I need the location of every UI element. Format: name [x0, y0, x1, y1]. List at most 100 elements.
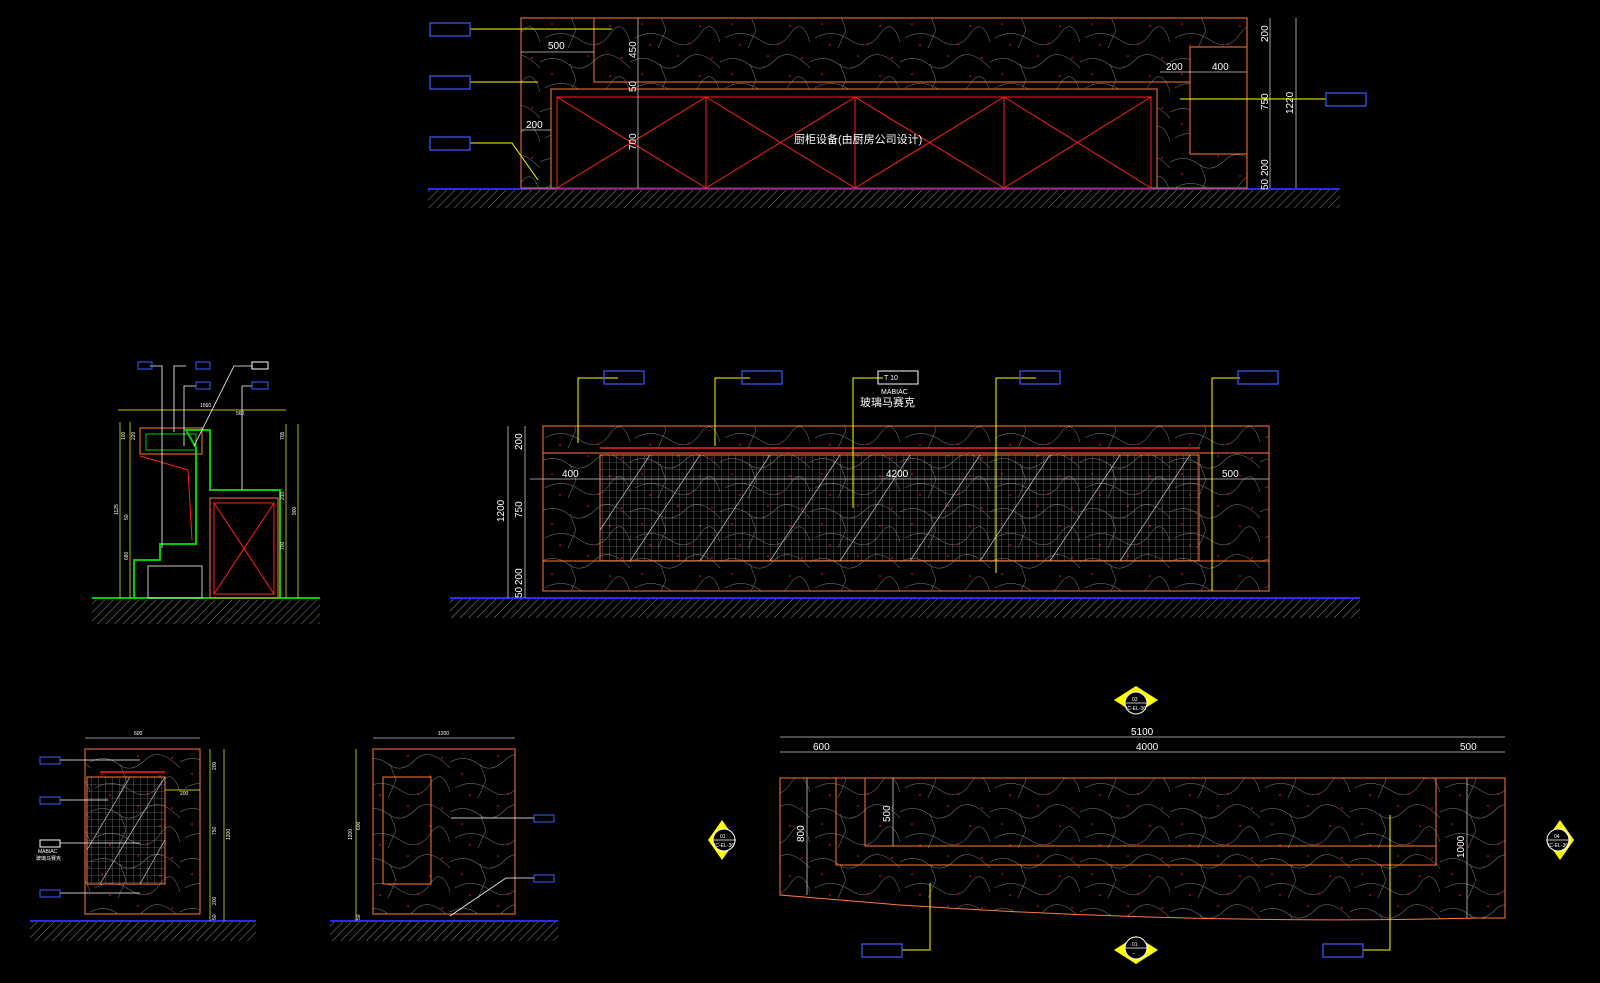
tag-front-2 [741, 370, 783, 385]
small-left-elevation: 600 200 200 750 1200 200 50 MABIAC 玻璃马赛克 [30, 731, 256, 941]
sec-dim-900: 900 [292, 506, 298, 515]
marker-bottom: 01 -- [1114, 936, 1158, 964]
plan-leaders [902, 815, 1391, 951]
sec-dim-680: 680 [124, 551, 130, 560]
plan-dim-lines [780, 736, 1505, 918]
marker-top-sheet: IC-EL-36 [1126, 706, 1146, 712]
tag-front-3 [877, 370, 919, 385]
ground-hatch-3 [92, 600, 320, 624]
base-box [147, 565, 203, 599]
plan-tag-1 [861, 943, 903, 958]
marker-top-number: 03 [1132, 697, 1138, 703]
upper-box [139, 427, 203, 455]
right-recess [1189, 46, 1248, 155]
dim-200-lower: 200 [1260, 159, 1271, 176]
sr-tag-2 [533, 874, 555, 883]
small-right-elevation: 1200 1200 600 50 [330, 731, 558, 941]
marker-left-sheet: IC-EL-36 [714, 843, 734, 849]
sl-dim-200: 200 [180, 791, 189, 797]
plan-tag-2 [1322, 943, 1364, 958]
sec-dim-705: 705 [280, 431, 286, 440]
dim-500-front: 500 [1222, 469, 1239, 480]
marker-left-number: 01 [720, 834, 726, 840]
sl-tag-2 [39, 796, 61, 805]
dim-750: 750 [1260, 93, 1271, 110]
appliance-frame [550, 88, 1158, 189]
dim-700: 700 [628, 133, 639, 150]
mosaic-diagonals [599, 454, 1191, 562]
marker-right-number: 04 [1554, 834, 1560, 840]
marker-top: 03 IC-EL-36 [1114, 686, 1158, 715]
dim-400-front: 400 [562, 469, 579, 480]
marker-left: 01 IC-EL-36 [708, 820, 736, 860]
plan-dim-1000: 1000 [1456, 835, 1467, 858]
mosaic-panel [599, 454, 1200, 562]
side-leaders [60, 759, 140, 894]
side-mosaic-diag [86, 776, 166, 885]
sec-tag-2 [195, 361, 211, 370]
front-leaders [577, 377, 1240, 591]
kitchen-equipment-note: 厨柜设备(由厨房公司设计) [794, 132, 922, 146]
ground-hatch-4 [30, 921, 256, 941]
dim-1200-front: 1200 [496, 499, 507, 522]
appliance-front [556, 96, 1152, 189]
dim-200-right: 200 [1260, 25, 1271, 42]
material-name-en: MABIAC [881, 389, 908, 396]
ground-hatch-5 [330, 921, 558, 941]
tag-box-4 [1325, 92, 1367, 107]
sl-dim-750: 750 [212, 826, 218, 835]
section-leaders [150, 365, 252, 548]
sr-dim-1200: 1200 [438, 731, 449, 737]
plan-dim-500: 500 [1460, 742, 1477, 753]
sec-dim-1125: 1125 [114, 504, 120, 515]
lower-cabinet-cross [213, 502, 275, 595]
dim-50-b: 50 [1260, 178, 1271, 190]
dim-400: 400 [1212, 62, 1229, 73]
dim-1220: 1220 [1285, 91, 1296, 114]
end-recess [382, 776, 432, 885]
plan-dim-5100: 5100 [1131, 727, 1154, 738]
plan-view: 5100 600 4000 500 800 500 1000 03 IC-EL-… [708, 686, 1574, 964]
sl-tag-4 [39, 889, 61, 898]
sec-dim-210: 210 [280, 491, 286, 500]
marker-bottom-number: 01 [1132, 942, 1138, 948]
plan-dim-800: 800 [796, 825, 807, 842]
dim-750-front: 750 [514, 501, 525, 518]
red-profile [139, 455, 193, 541]
marker-bottom-sheet: -- [1132, 951, 1136, 957]
end-body [372, 748, 516, 915]
sec-tag-5 [251, 381, 269, 390]
dim-50-front: 50 [514, 586, 525, 598]
sr-dim-1200-v: 1200 [348, 829, 354, 840]
dim-200-bottom: 200 [514, 568, 525, 585]
sl-dim-200-c: 200 [212, 896, 218, 905]
lower-cabinet [209, 497, 279, 599]
dim-200-mid: 200 [1166, 62, 1183, 73]
top-leaders [470, 28, 1326, 181]
dim-50-a: 50 [628, 80, 639, 92]
tag-front-5 [1237, 370, 1279, 385]
dim-500: 500 [548, 41, 565, 52]
sl-tag-label-cn: 玻璃马赛克 [36, 855, 61, 862]
sec-tag-3 [195, 381, 211, 390]
plan-dim-4000: 4000 [1136, 742, 1159, 753]
tag-front-4 [1019, 370, 1061, 385]
sl-tag-3 [39, 839, 61, 848]
sec-dim-220: 220 [131, 431, 137, 440]
side-dim-lines [165, 749, 225, 921]
sl-dim-50: 50 [212, 914, 218, 920]
appliance-cross-marks [556, 96, 1152, 189]
sec-dim-50: 50 [124, 514, 130, 520]
plan-inner-core [864, 777, 1437, 847]
sl-dim-1200: 1200 [226, 829, 232, 840]
plan-dim-600: 600 [813, 742, 830, 753]
ground-hatch [428, 189, 1340, 208]
sl-dim-600: 600 [134, 731, 143, 737]
side-mosaic [86, 776, 166, 885]
sr-dim-50: 50 [356, 914, 362, 920]
sec-tag-1 [137, 361, 153, 370]
tag-box-1 [429, 22, 471, 37]
tag-box-3 [429, 136, 471, 151]
sl-tag-1 [39, 756, 61, 765]
